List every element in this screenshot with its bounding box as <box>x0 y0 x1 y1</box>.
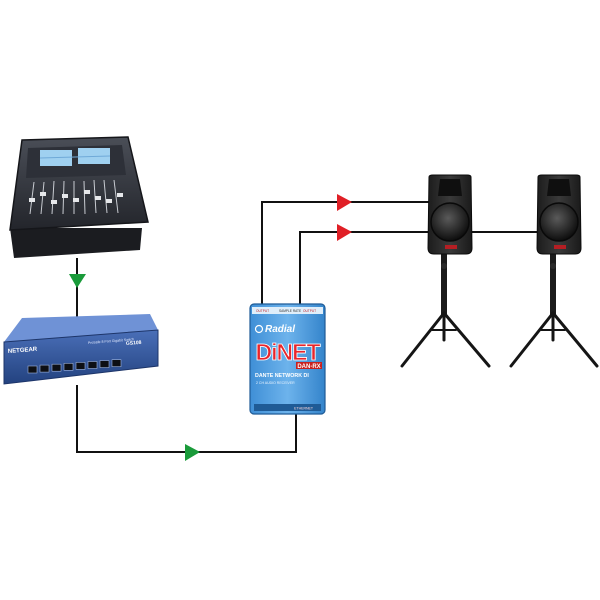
dinet-top-label-3: OUTPUT <box>303 309 316 313</box>
arrow-right-icon <box>337 224 352 241</box>
arrow-down-icon <box>69 274 86 288</box>
dinet-name: DiNET <box>256 339 321 365</box>
ethernet-port <box>27 365 38 374</box>
speaker-stand <box>509 254 599 368</box>
mixing-console <box>9 136 149 258</box>
switch-model: GS108 <box>126 340 142 347</box>
ethernet-port <box>87 361 98 369</box>
ethernet-port <box>63 362 74 371</box>
network-switch: NETGEAR ProSafe 8 Port Gigabit Switch GS… <box>3 314 159 385</box>
speaker-logo-badge <box>554 245 566 249</box>
ethernet-port <box>51 363 62 372</box>
dinet-tagline: 2 CH AUDIO RECEIVER <box>256 381 295 385</box>
console-fader-caps <box>29 190 123 204</box>
speaker-right <box>509 174 599 368</box>
arrow-right-icon <box>185 444 200 461</box>
dinet-receiver: OUTPUT SAMPLE RATE OUTPUT Radial DiNET D… <box>249 303 326 415</box>
switch-ports <box>27 359 122 374</box>
cable-dinet-to-speaker-right <box>299 231 540 305</box>
arrow-right-icon <box>337 194 352 211</box>
ethernet-port <box>75 362 86 370</box>
dinet-top-label-2: SAMPLE RATE <box>279 309 301 313</box>
switch-brand: NETGEAR <box>8 347 38 355</box>
dinet-top-label-1: OUTPUT <box>256 309 269 313</box>
speaker-stand <box>400 254 491 368</box>
console-screens <box>39 148 111 166</box>
ethernet-port <box>39 364 50 373</box>
speaker-left <box>400 174 491 368</box>
dinet-model: DAN-RX <box>297 364 320 370</box>
switch-subtitle: ProSafe 8 Port Gigabit Switch <box>88 337 135 345</box>
dinet-subtitle: DANTE NETWORK DI <box>255 373 309 379</box>
flow-arrows <box>69 194 352 461</box>
woofer-icon <box>430 202 470 242</box>
speaker-logo-badge <box>445 245 457 249</box>
ethernet-port <box>99 360 110 368</box>
radial-logo-icon <box>254 324 264 334</box>
cable-dinet-to-speaker-left <box>261 201 432 305</box>
dinet-port-label: ETHERNET <box>294 407 314 411</box>
woofer-icon <box>539 202 579 242</box>
radial-logo: Radial <box>265 324 295 335</box>
ethernet-port <box>111 359 122 368</box>
